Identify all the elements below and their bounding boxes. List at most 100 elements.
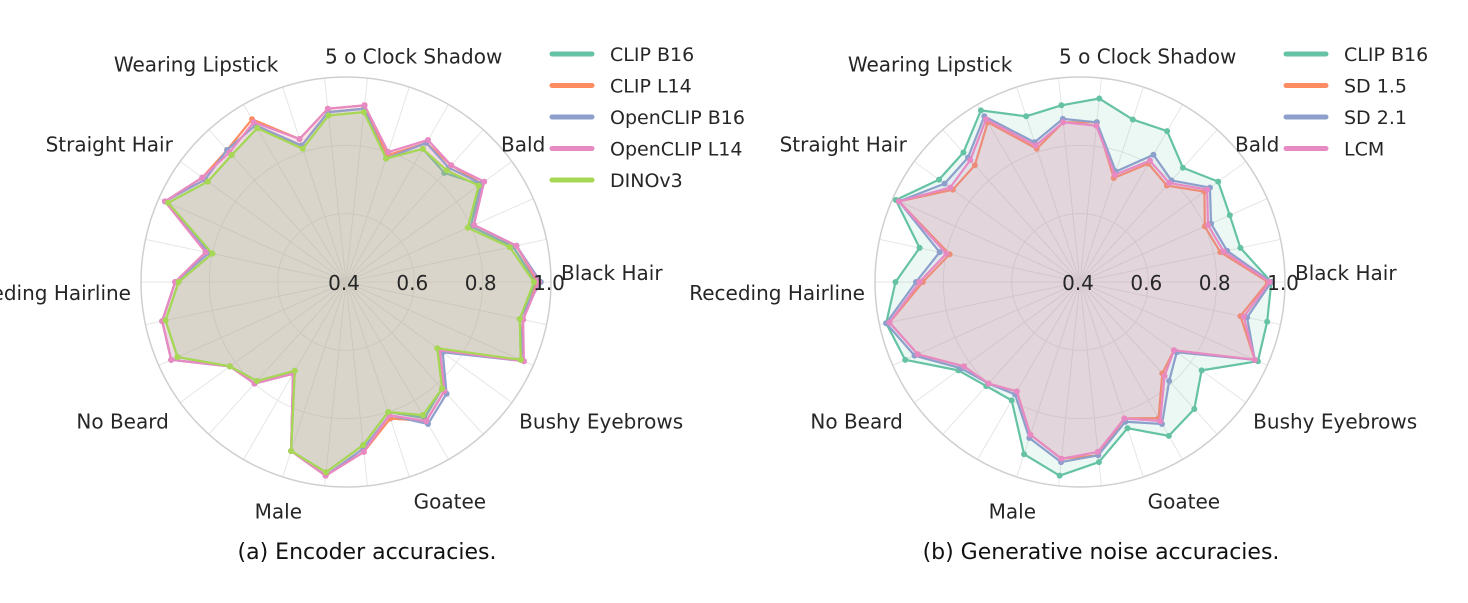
data-point	[977, 107, 984, 114]
series-dinov3	[162, 109, 537, 476]
data-point	[425, 136, 431, 143]
legend-label: DINOv3	[610, 170, 683, 192]
data-point	[199, 174, 206, 181]
data-point	[439, 385, 446, 392]
data-point	[971, 162, 978, 169]
data-point	[1056, 472, 1063, 479]
data-point	[1147, 157, 1154, 164]
radial-gridline	[1079, 129, 1218, 283]
radial-gridline	[977, 281, 1081, 460]
data-point	[324, 105, 331, 112]
data-point	[423, 418, 430, 425]
radial-gridline	[913, 281, 1081, 403]
radial-gridline	[282, 86, 347, 283]
data-point	[967, 157, 974, 164]
data-point	[941, 180, 948, 187]
data-point	[1008, 397, 1015, 404]
data-point	[1179, 164, 1186, 171]
radial-gridline	[1079, 198, 1268, 283]
category-label: Black Hair	[561, 261, 663, 285]
data-point	[902, 356, 909, 363]
radial-gridline	[1079, 281, 1144, 478]
legend-label: LCM	[1344, 139, 1384, 161]
data-point	[323, 469, 330, 476]
category-label: 5 o Clock Shadow	[325, 45, 502, 69]
radial-gridline	[345, 129, 484, 283]
data-point	[470, 222, 477, 229]
data-point	[1124, 425, 1131, 432]
radial-gridline	[1079, 281, 1247, 403]
category-label: Receding Hairline	[0, 281, 131, 305]
legend-label: CLIP L14	[610, 76, 692, 98]
category-label: Goatee	[414, 489, 486, 513]
data-point	[1121, 415, 1128, 422]
data-point	[165, 199, 172, 206]
radial-gridline	[345, 281, 534, 366]
data-point	[1013, 388, 1020, 395]
data-point	[936, 249, 943, 256]
data-point	[513, 242, 520, 249]
category-label: Male	[255, 499, 302, 523]
data-point	[1198, 367, 1205, 374]
data-point	[175, 279, 182, 285]
data-point	[985, 380, 992, 387]
radial-tick-label: 0.4	[328, 271, 360, 295]
category-label: Male	[989, 499, 1036, 523]
category-label: Wearing Lipstick	[114, 53, 279, 77]
data-point	[288, 447, 295, 454]
category-label: 5 o Clock Shadow	[1059, 45, 1236, 69]
radar-grid	[874, 76, 1286, 488]
category-label: Goatee	[1148, 489, 1220, 513]
data-point	[291, 367, 298, 374]
data-point	[162, 317, 169, 324]
radar-grid	[140, 76, 552, 488]
category-label: Bushy Eyebrows	[1253, 410, 1417, 434]
radial-gridline	[879, 281, 1081, 326]
data-point	[299, 145, 306, 152]
data-point	[1058, 455, 1065, 462]
caption-generative-noise: (b) Generative noise accuracies.	[922, 540, 1280, 565]
data-point	[960, 149, 967, 156]
category-label: No Beard	[810, 410, 902, 434]
data-point	[895, 198, 902, 205]
category-label: Bald	[501, 132, 545, 156]
data-point	[892, 279, 899, 285]
data-point	[1164, 128, 1171, 135]
data-point	[1266, 279, 1273, 285]
radial-gridline	[345, 281, 547, 326]
data-point	[419, 145, 426, 152]
radial-gridline	[345, 281, 484, 435]
data-point	[983, 116, 990, 123]
radial-gridline	[913, 161, 1081, 283]
radial-tick-label: 0.6	[396, 271, 428, 295]
data-point	[209, 250, 216, 257]
data-point	[1058, 102, 1065, 109]
category-label: Straight Hair	[46, 132, 174, 156]
radial-tick-label: 0.8	[465, 271, 497, 295]
data-point	[254, 125, 261, 132]
data-point	[1251, 356, 1258, 363]
data-point	[383, 155, 390, 162]
caption-encoder: (a) Encoder accuracies.	[237, 540, 497, 565]
radial-gridline	[942, 281, 1081, 435]
data-point	[916, 244, 923, 251]
data-point	[516, 315, 523, 322]
data-point	[443, 167, 450, 174]
data-point	[1150, 151, 1157, 158]
category-label: Black Hair	[1295, 261, 1397, 285]
data-point	[360, 109, 367, 116]
outer-ring	[874, 76, 1286, 488]
legend-label: CLIP B16	[610, 44, 694, 66]
data-point	[475, 182, 482, 189]
series-lcm	[886, 116, 1273, 462]
data-point	[419, 412, 426, 419]
data-point	[530, 279, 537, 285]
data-point	[1237, 244, 1244, 251]
legend-label: CLIP B16	[1344, 44, 1428, 66]
data-point	[168, 356, 175, 363]
data-point	[1166, 179, 1173, 186]
radial-gridline	[1079, 104, 1183, 283]
